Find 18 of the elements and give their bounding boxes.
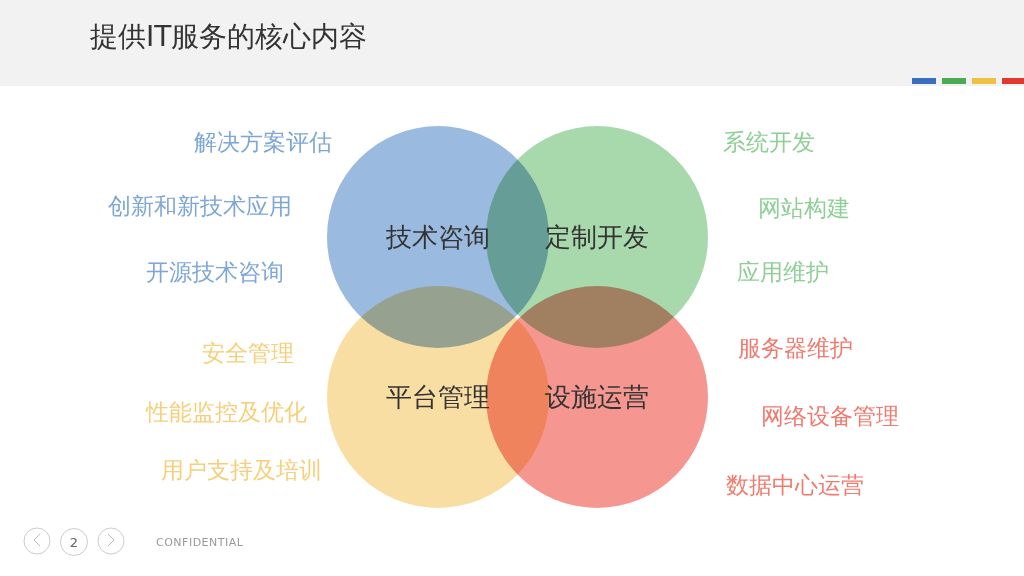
item-label: 创新和新技术应用: [108, 191, 292, 221]
item-label: 应用维护: [737, 257, 829, 287]
circle-label: 平台管理: [386, 380, 490, 414]
item-label: 安全管理: [202, 338, 294, 368]
item-label: 解决方案评估: [194, 127, 332, 157]
circle-label: 定制开发: [545, 220, 649, 254]
item-label: 开源技术咨询: [146, 257, 284, 287]
footer-text: CONFIDENTIAL: [156, 536, 244, 549]
circle-label: 技术咨询: [386, 220, 490, 254]
item-label: 性能监控及优化: [145, 397, 307, 427]
item-label: 网络设备管理: [761, 401, 899, 431]
item-label: 用户支持及培训: [160, 455, 322, 485]
item-label: 系统开发: [723, 127, 815, 157]
item-label: 网站构建: [758, 193, 850, 223]
item-label: 数据中心运营: [726, 470, 864, 500]
circle-label: 设施运营: [545, 380, 649, 414]
title: 提供IT服务的核心内容: [90, 19, 368, 55]
item-label: 服务器维护: [737, 333, 853, 363]
